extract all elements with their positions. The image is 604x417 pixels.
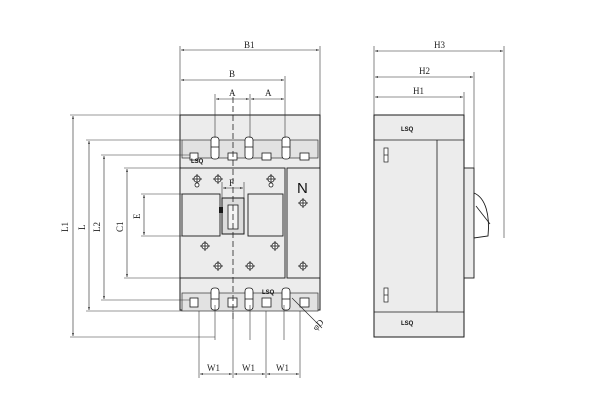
top-terminal-3 — [281, 136, 291, 160]
dim-e-label: E — [132, 213, 142, 219]
dim-h1-label: H1 — [413, 86, 424, 96]
neutral-label: N — [297, 180, 308, 197]
hole-2 — [213, 174, 223, 184]
hole-8 — [298, 198, 308, 208]
hole-10 — [194, 182, 200, 188]
brand-mark-top: LSQ — [191, 159, 204, 165]
side-front-cover — [463, 167, 475, 279]
dim-w1-left-label: W1 — [207, 363, 220, 373]
front-view: N LSQ LSQ B1 B A A L1 L — [60, 40, 326, 378]
side-handle — [473, 192, 489, 239]
hole-3 — [266, 174, 276, 184]
dim-w1-right-label: W1 — [276, 363, 289, 373]
dim-l1-label: L1 — [60, 222, 70, 232]
side-brand-bottom: LSQ — [401, 321, 414, 327]
dim-b1-label: B1 — [244, 40, 255, 50]
hole-5 — [213, 261, 223, 271]
dim-h2-label: H2 — [419, 66, 430, 76]
top-terminal-2 — [244, 136, 254, 160]
dim-a-right-label: A — [265, 88, 272, 98]
top-terminal-screws — [189, 136, 310, 161]
hole-7 — [270, 241, 280, 251]
hole-6 — [245, 261, 255, 271]
mounting-holes — [192, 174, 308, 271]
dim-l-label: L — [77, 225, 87, 231]
dim-w1-mid-label: W1 — [242, 363, 255, 373]
left-window — [181, 193, 221, 237]
brand-mark-bottom: LSQ — [262, 290, 275, 296]
dim-a-left-label: A — [229, 88, 236, 98]
bottom-terminal-screws — [189, 287, 310, 311]
handle-tab — [219, 207, 223, 213]
hole-1 — [192, 174, 202, 184]
neutral-module — [286, 167, 321, 279]
dim-h3-label: H3 — [434, 40, 445, 50]
dim-c1-label: C1 — [115, 221, 125, 232]
hole-11 — [268, 182, 274, 188]
right-window — [247, 193, 284, 237]
top-terminal-1 — [210, 136, 220, 160]
dim-d-leader — [291, 297, 323, 329]
dim-b-label: B — [229, 69, 235, 79]
side-view: LSQ LSQ H3 H2 H1 — [373, 40, 505, 338]
hole-9 — [298, 261, 308, 271]
dim-f-label: F — [229, 178, 234, 188]
dim-l2-label: L2 — [92, 222, 102, 232]
side-body — [373, 114, 465, 338]
side-terminals — [383, 147, 389, 303]
side-brand-top: LSQ — [401, 127, 414, 133]
hole-4 — [200, 241, 210, 251]
